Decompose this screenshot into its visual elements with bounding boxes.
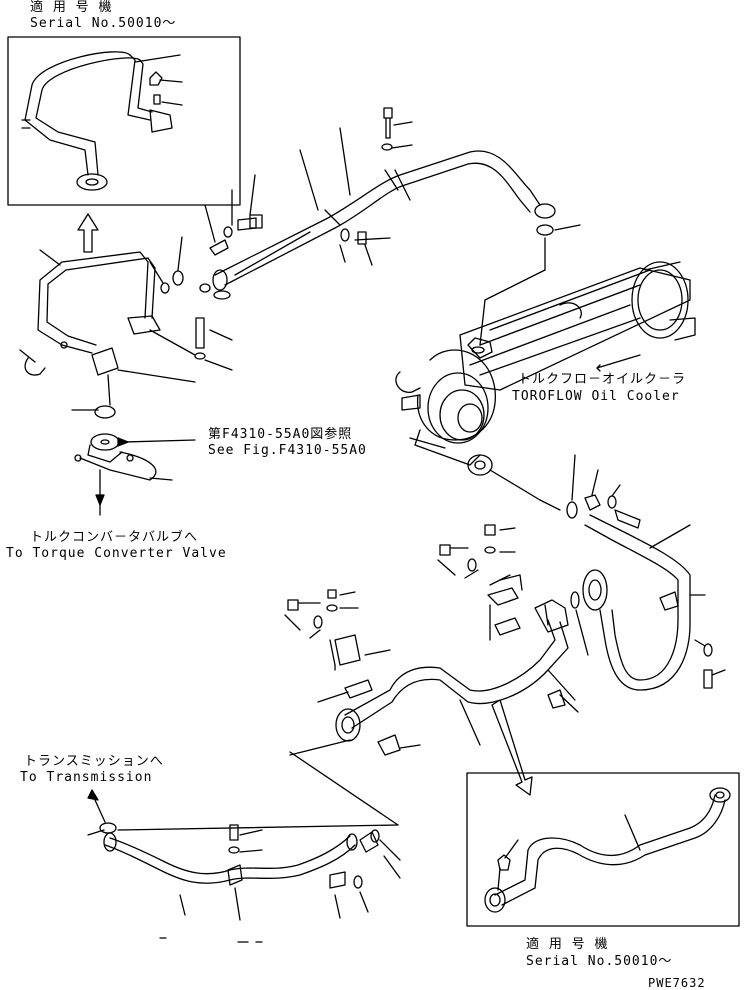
left-pipe-assembly (19, 249, 196, 516)
transmission-label-jp: トランスミッションへ (24, 754, 164, 769)
transmission-label-en: To Transmission (20, 770, 153, 785)
inset-top-applicable-label: 適 用 号 機 (30, 0, 113, 15)
converter-label-en: To Torque Converter Valve (6, 546, 227, 561)
cooler-label-en: TOROFLOW Oil Cooler (512, 389, 680, 404)
upper-pipe (149, 107, 581, 371)
inset-bottom-applicable-label: 適 用 号 機 (526, 937, 609, 952)
bottom-pipe (87, 751, 401, 943)
drawing-code: PWE7632 (648, 976, 706, 990)
converter-label-jp: トルクコンバ－タバルブへ (30, 530, 199, 545)
arrow-up-icon (77, 213, 99, 253)
inset-box-bottom (466, 772, 740, 927)
inset-bottom-serial-label: Serial No.50010〜 (526, 954, 673, 969)
fig-ref-label-en: See Fig.F4310-55A0 (208, 443, 367, 458)
middle-pipe-assembly (284, 524, 579, 796)
inset-top-serial-label: Serial No.50010〜 (30, 16, 177, 31)
oil-cooler (395, 261, 696, 511)
cooler-label-jp: トルクフロ－オイルク－ラ (518, 372, 687, 387)
right-pipe (566, 454, 726, 691)
inset-box-top (7, 36, 241, 206)
fig-ref-label-jp: 第F4310-55A0図参照 (208, 427, 353, 442)
